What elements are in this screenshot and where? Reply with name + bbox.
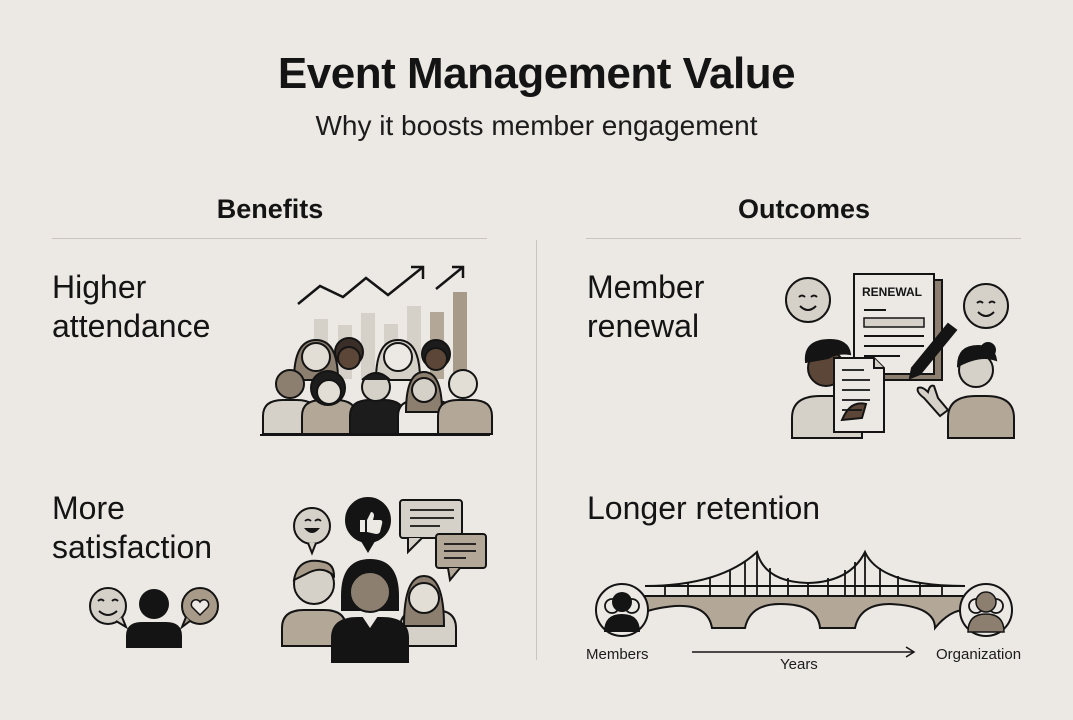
page-subtitle: Why it boosts member engagement bbox=[315, 110, 758, 141]
benefits-divider bbox=[52, 238, 487, 239]
benefit-label-line2: satisfaction bbox=[52, 529, 213, 565]
outcomes-divider bbox=[586, 238, 1021, 239]
outcomes-heading: Outcomes bbox=[737, 194, 871, 224]
outcome-label-line2: renewal bbox=[587, 308, 700, 344]
benefits-heading: Benefits bbox=[216, 194, 324, 224]
years-axis-label: Years bbox=[780, 656, 818, 673]
bridge-end-label: Organization bbox=[936, 646, 1022, 663]
crowd-with-growth-chart-icon bbox=[258, 262, 493, 440]
bridge-icon bbox=[590, 548, 1020, 643]
bridge-start-label: Members bbox=[586, 646, 649, 663]
benefit-more-satisfaction: More satisfaction bbox=[52, 489, 212, 567]
years-arrow-icon bbox=[692, 646, 918, 658]
outcome-label-line1: Member bbox=[587, 269, 705, 305]
benefit-label-line2: attendance bbox=[52, 308, 211, 344]
benefit-higher-attendance: Higher attendance bbox=[52, 268, 210, 346]
renewal-document-title: RENEWAL bbox=[862, 285, 922, 299]
benefit-label-line1: Higher bbox=[52, 269, 147, 305]
outcome-member-renewal: Member renewal bbox=[587, 268, 704, 346]
happy-people-feedback-icon bbox=[278, 496, 493, 664]
outcome-longer-retention: Longer retention bbox=[587, 490, 821, 526]
renewal-document-signing-icon: RENEWAL bbox=[762, 270, 1017, 440]
happy-member-feedback-icon bbox=[86, 584, 226, 654]
page-title: Event Management Value bbox=[277, 49, 796, 98]
column-divider bbox=[536, 240, 537, 660]
benefit-label-line1: More bbox=[52, 490, 125, 526]
